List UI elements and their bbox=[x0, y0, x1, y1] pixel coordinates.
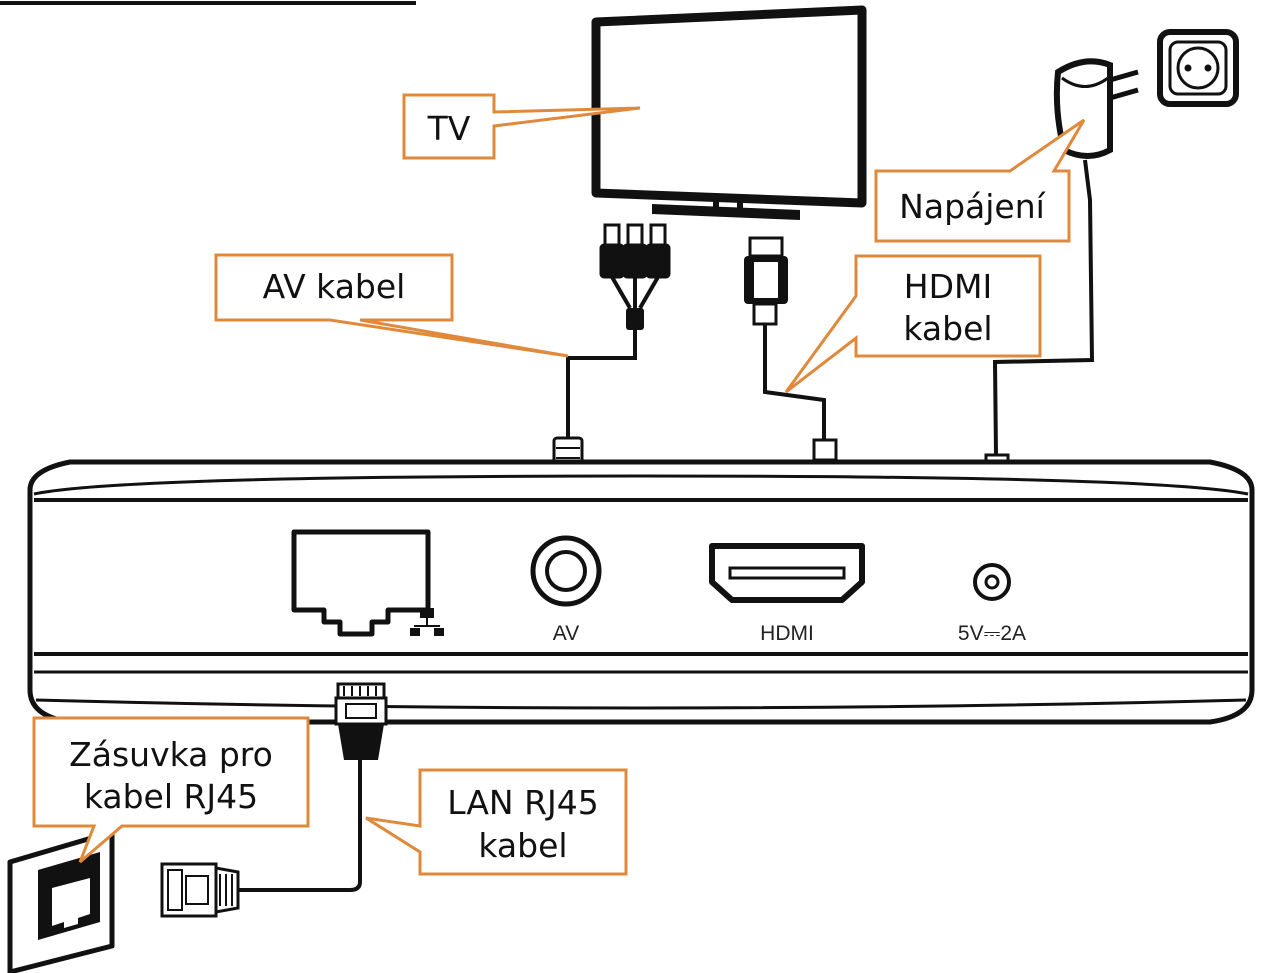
set-top-box bbox=[27, 459, 1255, 725]
power-callout: Napájení bbox=[874, 118, 1086, 243]
network-icon bbox=[410, 608, 444, 636]
wall-rj45-socket-icon bbox=[7, 829, 115, 973]
av-port bbox=[530, 535, 602, 607]
av-cable-label: AV kabel bbox=[263, 267, 406, 306]
hdmi-cable-label-line1: HDMI bbox=[904, 267, 992, 306]
wall-socket-callout: Zásuvka pro kabel RJ45 bbox=[32, 716, 310, 864]
tv-callout: TV bbox=[402, 93, 641, 160]
tv-illustration bbox=[591, 5, 867, 220]
power-port bbox=[973, 563, 1011, 601]
wall-socket-label-line1: Zásuvka pro bbox=[69, 735, 273, 774]
hdmi-port bbox=[709, 543, 865, 603]
av-cable-callout: AV kabel bbox=[214, 253, 569, 358]
tv-label: TV bbox=[427, 109, 471, 148]
lan-cable-label-line2: kabel bbox=[478, 826, 567, 865]
lan-cable-icon bbox=[160, 682, 388, 918]
power-label: Napájení bbox=[899, 187, 1046, 226]
lan-cable-callout: LAN RJ45 kabel bbox=[365, 768, 628, 876]
hdmi-port-label: HDMI bbox=[760, 622, 814, 645]
wall-socket-label-line2: kabel RJ45 bbox=[84, 777, 258, 816]
hdmi-cable-label-line2: kabel bbox=[903, 309, 992, 348]
av-port-label: AV bbox=[553, 622, 579, 645]
power-port-label: 5V⎓2A bbox=[958, 622, 1026, 645]
wall-outlet-icon bbox=[1157, 29, 1239, 107]
hdmi-cable-callout: HDMI kabel bbox=[784, 254, 1042, 394]
lan-cable-label-line1: LAN RJ45 bbox=[447, 783, 599, 822]
